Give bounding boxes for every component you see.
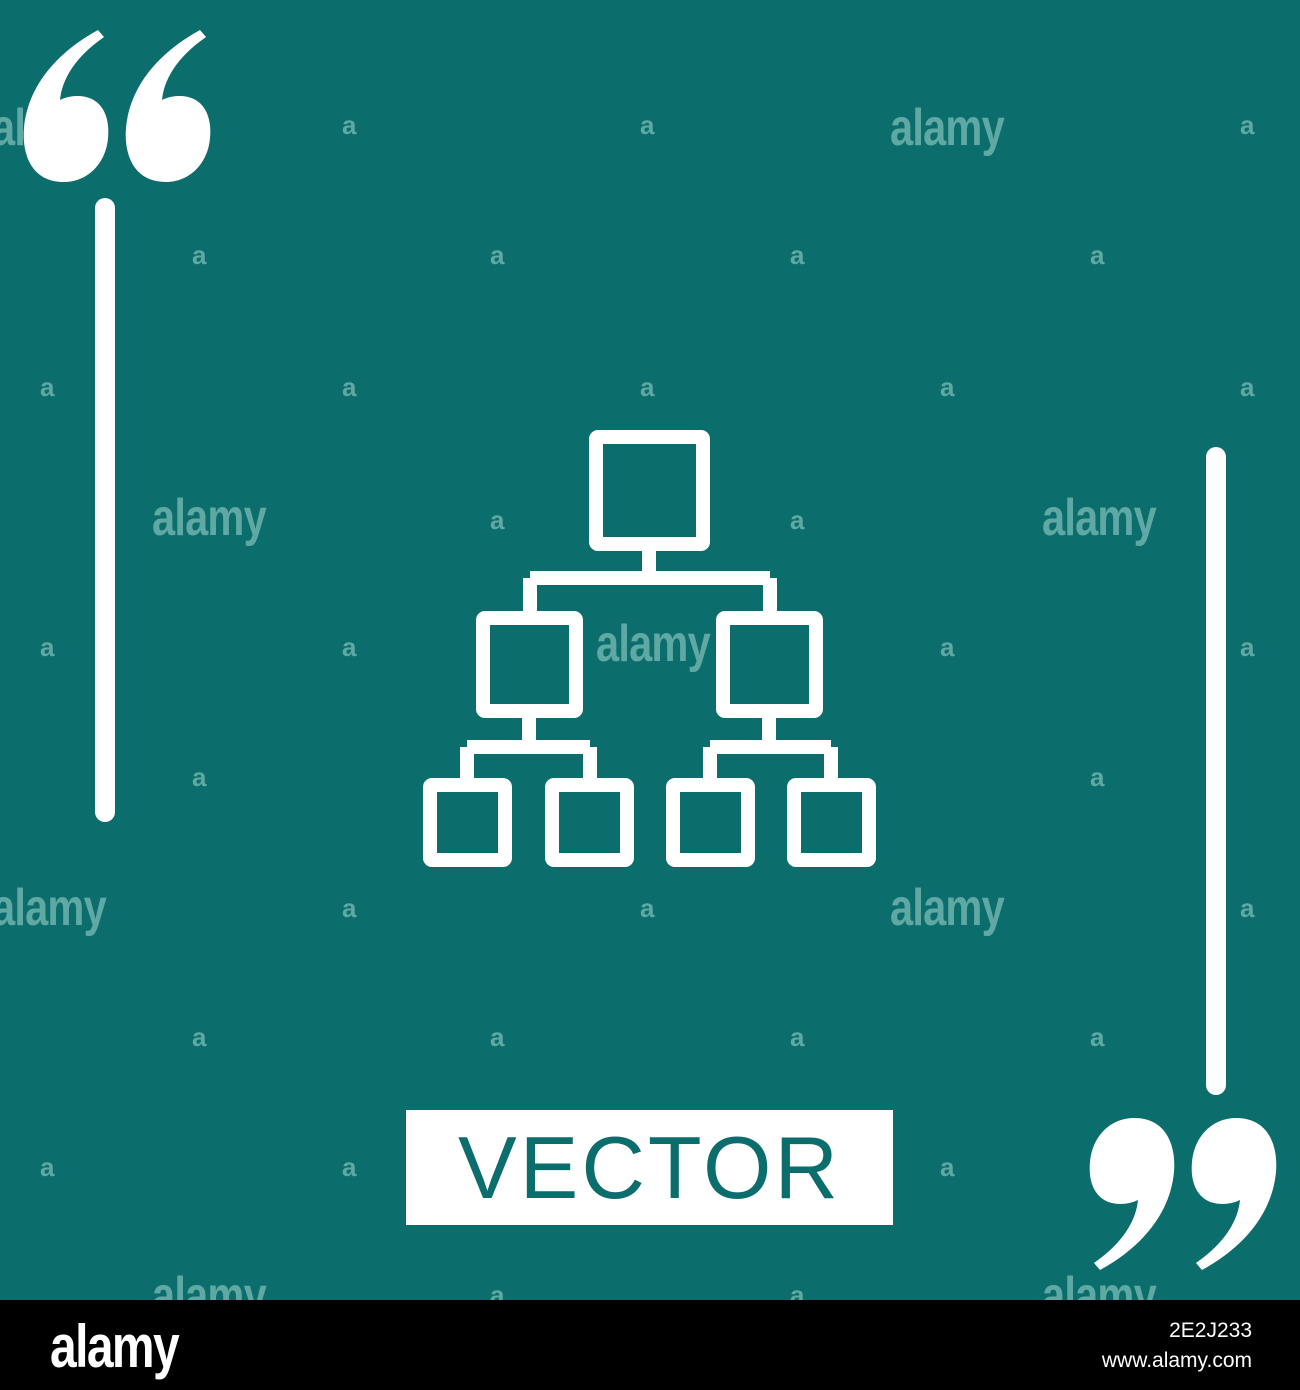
watermark-mark: a	[790, 240, 805, 270]
left-branch-node-box	[476, 611, 583, 718]
watermark-mark: a	[342, 893, 357, 923]
watermark-mark: a	[940, 1152, 955, 1182]
watermark-mark: a	[790, 505, 805, 535]
footer-logo: alamy	[50, 1313, 180, 1380]
watermark-mark: a	[940, 372, 955, 402]
watermark-text: alamy	[1042, 489, 1157, 547]
watermark-mark: a	[1090, 240, 1105, 270]
watermark-mark: a	[490, 505, 505, 535]
right-double-quote-icon	[1089, 1118, 1277, 1270]
level-1-connector	[523, 544, 777, 618]
watermark-mark: a	[490, 240, 505, 270]
watermark-mark: a	[940, 632, 955, 662]
watermark-mark: a	[1090, 1022, 1105, 1052]
watermark-mark: a	[1240, 110, 1255, 140]
watermark-mark: a	[342, 110, 357, 140]
watermark-mark: a	[1240, 632, 1255, 662]
root-node-box	[589, 430, 710, 551]
watermark-mark: a	[342, 1152, 357, 1182]
watermark-mark: a	[1090, 762, 1105, 792]
watermark-text: alamy	[596, 615, 711, 673]
hierarchy-org-chart-icon	[423, 430, 876, 867]
watermark-text: alamy	[152, 489, 267, 547]
footer-info: 2E2J233 www.alamy.com	[1102, 1316, 1252, 1377]
watermark-mark: a	[640, 893, 655, 923]
vector-label: VECTOR	[406, 1110, 893, 1225]
artwork-canvas: alamy alamy alamy alamy alamy alamy alam…	[0, 0, 1300, 1300]
leaf-node-box	[787, 778, 876, 867]
watermark-mark: a	[490, 1280, 505, 1300]
watermark-mark: a	[40, 372, 55, 402]
watermark-mark: a	[342, 372, 357, 402]
watermark-mark: a	[40, 1152, 55, 1182]
watermark-mark: a	[192, 1022, 207, 1052]
footer-url: www.alamy.com	[1101, 1349, 1252, 1373]
left-double-quote-icon	[23, 30, 211, 182]
watermark-mark: a	[790, 1022, 805, 1052]
right-vertical-bar	[1206, 447, 1226, 1095]
watermark-mark: a	[192, 240, 207, 270]
leaf-node-box	[666, 778, 755, 867]
watermark-mark: a	[490, 1022, 505, 1052]
watermark-mark: a	[1240, 372, 1255, 402]
watermark-mark: a	[640, 110, 655, 140]
watermark-mark: a	[1240, 893, 1255, 923]
left-level-2-connector	[460, 711, 597, 785]
right-level-2-connector	[703, 711, 838, 785]
right-branch-node-box	[716, 611, 823, 718]
footer-bar: alamy 2E2J233 www.alamy.com	[0, 1300, 1300, 1390]
leaf-node-box	[423, 778, 512, 867]
watermark-mark: a	[342, 632, 357, 662]
watermark-mark: a	[192, 762, 207, 792]
watermark-text: alamy	[890, 879, 1005, 937]
leaf-node-box	[545, 778, 634, 867]
quote-decoration	[23, 30, 1277, 1270]
watermark-text: alamy	[0, 879, 107, 937]
watermark-mark: a	[40, 632, 55, 662]
watermark-text: alamy	[152, 1267, 267, 1300]
watermark-mark: a	[790, 1280, 805, 1300]
vector-label-text: VECTOR	[457, 1117, 842, 1217]
watermark-mark: a	[640, 372, 655, 402]
watermark-text: alamy	[1042, 1267, 1157, 1300]
watermark-text: alamy	[890, 99, 1005, 157]
image-id: 2E2J233	[1169, 1319, 1252, 1342]
left-vertical-bar	[95, 198, 115, 822]
